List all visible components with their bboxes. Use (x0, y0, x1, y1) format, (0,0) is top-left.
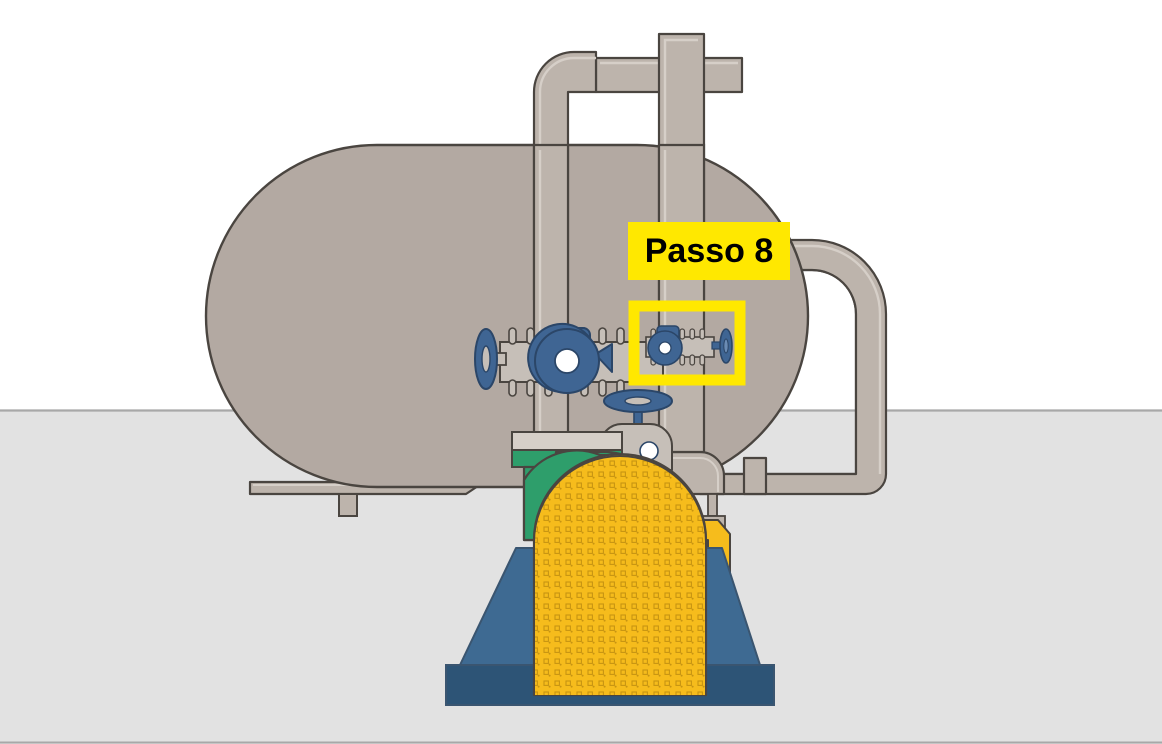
support-post (338, 493, 358, 517)
step-label-passo-8: Passo 8 (628, 222, 790, 280)
highlight-box (628, 300, 746, 386)
valve-port (554, 348, 580, 374)
drain-stem (707, 493, 718, 517)
left-valve-assembly[interactable] (474, 322, 664, 397)
baseplate-top (511, 431, 623, 451)
gate-valve-hub (624, 396, 652, 406)
pressure-vessel (204, 143, 810, 489)
tee-riser (742, 456, 768, 496)
hl-handwheel-hub (723, 338, 729, 354)
handwheel-hub (481, 345, 491, 373)
hl-valve-port (658, 341, 672, 355)
highlighted-valve-assembly[interactable] (645, 325, 733, 366)
coupling-guard (532, 452, 708, 697)
